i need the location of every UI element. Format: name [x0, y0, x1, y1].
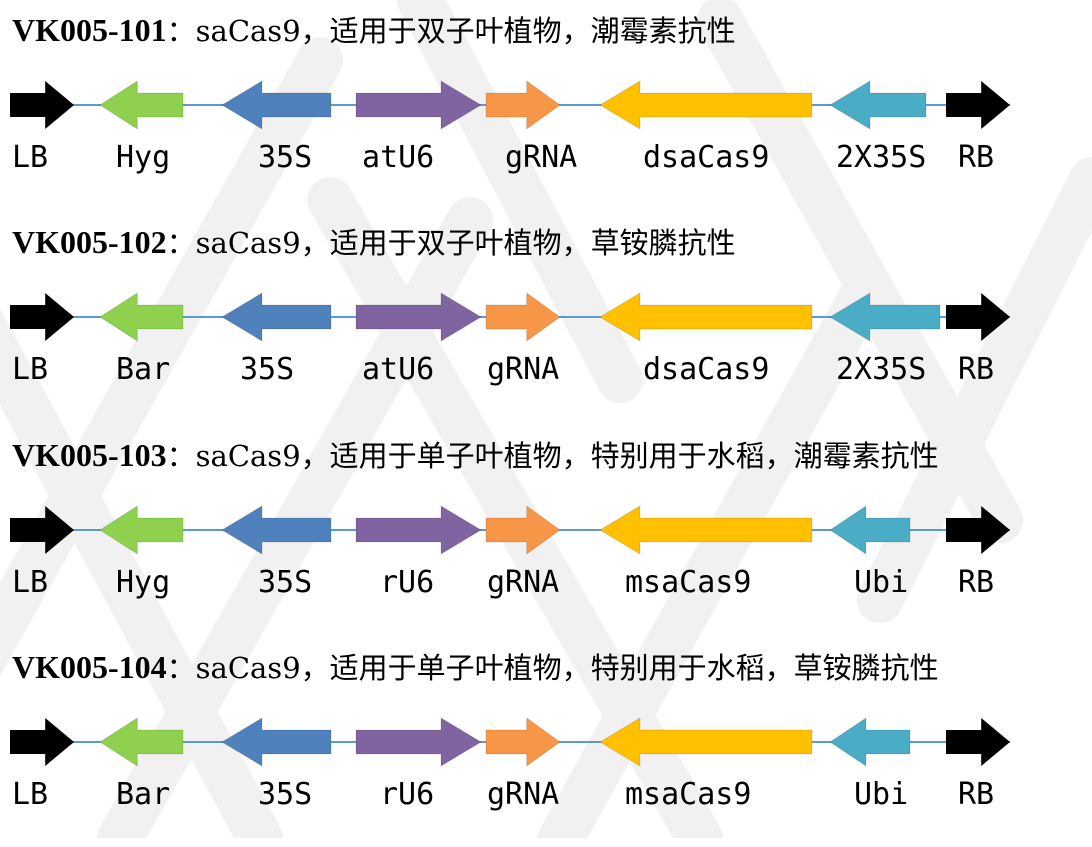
atu6-arrow: [355, 80, 482, 130]
35s-label: 35S: [258, 777, 313, 812]
msacas9-label: msaCas9: [625, 565, 752, 600]
vector-map: [10, 292, 1010, 342]
vector-map: [10, 80, 1010, 130]
rb-arrow: [946, 718, 1010, 766]
construct-vk005-104: VK005-104：saCas9，适用于单子叶植物，特别用于水稻，草铵膦抗性 L…: [0, 637, 1092, 847]
construct-vk005-103: VK005-103：saCas9，适用于单子叶植物，特别用于水稻，潮霉素抗性 L…: [0, 425, 1092, 635]
dsacas9-arrow: [599, 80, 813, 130]
construct-heading: VK005-103：saCas9，适用于单子叶植物，特别用于水稻，潮霉素抗性: [12, 437, 939, 474]
grna-arrow: [485, 717, 561, 767]
rb-label: RB: [958, 140, 995, 175]
grna-label: gRNA: [505, 140, 578, 175]
lb-arrow: [10, 81, 74, 129]
ubi-label: Ubi: [854, 777, 909, 812]
dsacas9-arrow: [599, 292, 813, 342]
construct-code: VK005-102: [12, 224, 167, 260]
construct-heading: VK005-102：saCas9，适用于双子叶植物，草铵膦抗性: [12, 224, 736, 261]
bar-arrow: [99, 717, 184, 767]
atu6-label: atU6: [362, 140, 435, 175]
construct-code: VK005-101: [12, 12, 167, 48]
lb-arrow: [10, 506, 74, 554]
atu6-label: atU6: [362, 352, 435, 387]
lb-arrow: [10, 718, 74, 766]
dsacas9-label: dsaCas9: [643, 352, 770, 387]
35s-arrow: [221, 292, 332, 342]
atu6-arrow: [355, 292, 482, 342]
construct-description: ：saCas9，适用于单子叶植物，特别用于水稻，草铵膦抗性: [166, 651, 939, 685]
bar-label: Bar: [116, 352, 171, 387]
bar-arrow: [99, 292, 184, 342]
vector-map: [10, 505, 1010, 555]
rb-label: RB: [958, 777, 995, 812]
ubi-label: Ubi: [854, 565, 909, 600]
35s-label: 35S: [258, 140, 313, 175]
construct-vk005-101: VK005-101：saCas9，适用于双子叶植物，潮霉素抗性 LB Hyg 3…: [0, 0, 1092, 210]
bar-label: Bar: [116, 777, 171, 812]
hyg-arrow: [99, 80, 184, 130]
hyg-label: Hyg: [116, 140, 171, 175]
construct-vk005-102: VK005-102：saCas9，适用于双子叶植物，草铵膦抗性 LB Bar 3…: [0, 212, 1092, 422]
grna-label: gRNA: [487, 777, 560, 812]
ubi-arrow: [829, 717, 911, 767]
grna-label: gRNA: [487, 352, 560, 387]
rb-label: RB: [958, 352, 995, 387]
lb-label: LB: [12, 777, 49, 812]
construct-heading: VK005-104：saCas9，适用于单子叶植物，特别用于水稻，草铵膦抗性: [12, 649, 939, 686]
lb-label: LB: [12, 565, 49, 600]
dsacas9-label: dsaCas9: [643, 140, 770, 175]
rb-label: RB: [958, 565, 995, 600]
35s-label: 35S: [258, 565, 313, 600]
ru6-arrow: [355, 505, 482, 555]
vector-map: [10, 717, 1010, 767]
lb-arrow: [10, 293, 74, 341]
construct-code: VK005-103: [12, 437, 167, 473]
construct-description: ：saCas9，适用于双子叶植物，潮霉素抗性: [166, 14, 736, 48]
lb-label: LB: [12, 140, 49, 175]
2x35s-label: 2X35S: [836, 352, 927, 387]
construct-code: VK005-104: [12, 649, 167, 685]
2x35s-arrow: [829, 80, 927, 130]
hyg-arrow: [99, 505, 184, 555]
grna-arrow: [485, 292, 561, 342]
35s-label: 35S: [240, 352, 295, 387]
ru6-label: rU6: [380, 565, 435, 600]
hyg-label: Hyg: [116, 565, 171, 600]
ru6-label: rU6: [380, 777, 435, 812]
35s-arrow: [221, 717, 332, 767]
msacas9-label: msaCas9: [625, 777, 752, 812]
rb-arrow: [946, 506, 1010, 554]
msacas9-arrow: [599, 505, 813, 555]
ubi-arrow: [829, 505, 911, 555]
grna-arrow: [485, 80, 561, 130]
grna-label: gRNA: [487, 565, 560, 600]
construct-description: ：saCas9，适用于单子叶植物，特别用于水稻，潮霉素抗性: [166, 439, 939, 473]
35s-arrow: [221, 505, 332, 555]
msacas9-arrow: [599, 717, 813, 767]
lb-label: LB: [12, 352, 49, 387]
rb-arrow: [946, 81, 1010, 129]
construct-heading: VK005-101：saCas9，适用于双子叶植物，潮霉素抗性: [12, 12, 736, 49]
35s-arrow: [221, 80, 332, 130]
rb-arrow: [946, 293, 1010, 341]
construct-description: ：saCas9，适用于双子叶植物，草铵膦抗性: [166, 226, 736, 260]
2x35s-label: 2X35S: [836, 140, 927, 175]
ru6-arrow: [355, 717, 482, 767]
grna-arrow: [485, 505, 561, 555]
2x35s-arrow: [829, 292, 941, 342]
